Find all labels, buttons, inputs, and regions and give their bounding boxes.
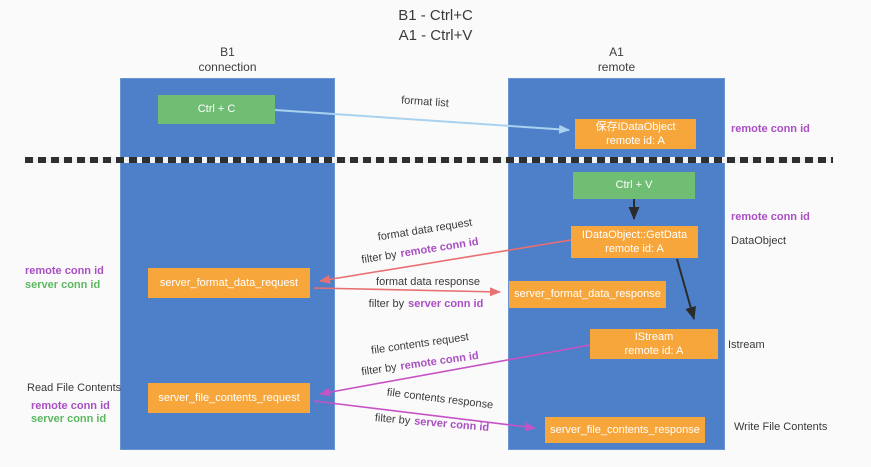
dashed-separator-line [25,157,833,163]
arrow-format-data-request [319,239,572,284]
lane-b1-role: connection [198,60,257,74]
arrow-format-data-response [313,287,501,297]
title-line-2: A1 - Ctrl+V [398,26,473,44]
lane-header-b1: B1 connection [120,45,335,75]
lane-a1-name: A1 [609,45,624,59]
filter-by-text-2: filter by [368,298,405,310]
diagram-title: B1 - Ctrl+C A1 - Ctrl+V [0,6,871,45]
node-istream-line1: IStream [634,330,674,343]
node-ctrl-c-label: Ctrl + C [197,103,236,116]
node-save-idataobject-line1: 保存IDataObject [595,120,676,133]
right-label-write-file-contents: Write File Contents [734,421,828,433]
arrow-format-list [274,109,570,134]
left-label-read-file-contents: Read File Contents [27,382,122,394]
arrow-file-contents-response [313,400,536,432]
node-server-file-contents-request: server_file_contents_request [148,383,310,413]
server-conn-id-text-1: server conn id [408,298,484,310]
right-label-remote-conn-id-2: remote conn id [731,211,810,223]
arrow-file-contents-request [319,344,591,397]
left-label-remote-conn-id-1: remote conn id [25,265,104,277]
node-file-request-label: server_file_contents_request [158,391,300,404]
left-label-server-conn-id-1: server conn id [25,279,101,291]
label-format-data-response: format data response [376,276,480,288]
title-line-1: B1 - Ctrl+C [398,7,473,24]
node-getdata-line1: IDataObject::GetData [581,228,688,241]
node-istream: IStream remote id: A [590,329,718,359]
node-getdata-line2: remote id: A [605,243,664,255]
node-format-request-label: server_format_data_request [159,276,299,289]
node-format-response-label: server_format_data_response [514,288,661,301]
left-label-remote-conn-id-2: remote conn id [31,400,110,412]
node-file-response-label: server_file_contents_response [550,423,700,436]
lane-b1-name: B1 [220,45,235,59]
right-label-dataobject: DataObject [731,235,787,247]
left-label-server-conn-id-2: server conn id [31,413,107,425]
right-label-remote-conn-id-1: remote conn id [731,123,810,135]
node-server-format-data-request: server_format_data_request [148,268,310,298]
node-ctrl-c: Ctrl + C [158,95,275,124]
node-server-file-contents-response: server_file_contents_response [545,417,705,443]
node-ctrl-v-label: Ctrl + V [615,179,653,192]
node-save-idataobject: 保存IDataObject remote id: A [575,119,696,149]
lane-a1-role: remote [597,60,636,74]
right-label-istream: Istream [728,339,765,351]
node-istream-line2: remote id: A [624,345,684,357]
node-ctrl-v: Ctrl + V [573,172,695,199]
node-server-format-data-response: server_format_data_response [509,281,666,308]
lane-header-a1: A1 remote [508,45,725,75]
node-idataobject-getdata: IDataObject::GetData remote id: A [571,226,698,258]
arrow-getdata-to-istream [676,258,697,320]
node-save-idataobject-line2: remote id: A [606,135,665,147]
